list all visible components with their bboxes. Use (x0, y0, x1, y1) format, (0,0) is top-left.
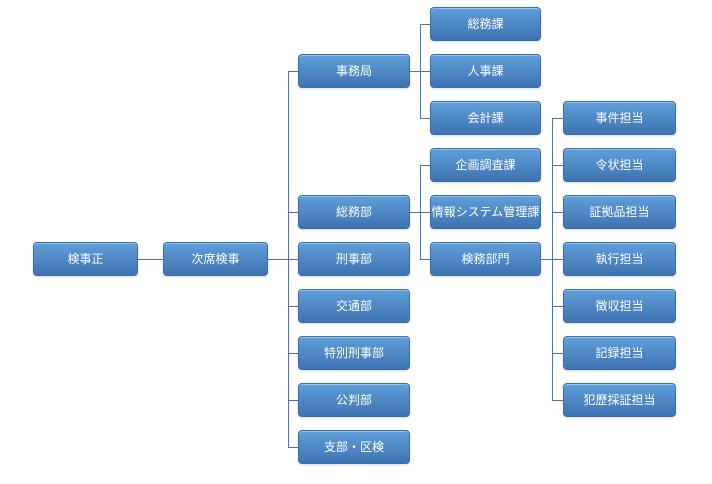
node-general-affairs-section: 総務課 (430, 7, 541, 41)
node-planning-research-section: 企画調査課 (430, 148, 541, 182)
connector-line (420, 24, 421, 119)
connector-line (288, 71, 289, 448)
node-accounting-section: 会計課 (430, 101, 541, 135)
node-kenmu-division: 検務部門 (430, 242, 541, 276)
connector-line (420, 165, 421, 260)
connector-line (420, 259, 430, 260)
connector-line (552, 400, 563, 401)
node-warrant-unit: 令状担当 (563, 148, 676, 182)
node-general-affairs-dept: 総務部 (298, 195, 410, 229)
node-criminal-dept: 刑事部 (298, 242, 410, 276)
node-chief-prosecutor: 検事正 (33, 242, 138, 276)
node-special-criminal-dept: 特別刑事部 (298, 336, 410, 370)
node-evidence-unit: 証拠品担当 (563, 195, 676, 229)
node-case-unit: 事件担当 (563, 101, 676, 135)
connector-line (420, 165, 430, 166)
connector-line (552, 165, 563, 166)
connector-line (288, 353, 298, 354)
connector-line (288, 306, 298, 307)
connector-line (288, 71, 298, 72)
node-collection-unit: 徴収担当 (563, 289, 676, 323)
node-branch-district-offices: 支部・区検 (298, 430, 410, 464)
node-records-unit: 記録担当 (563, 336, 676, 370)
connector-line (552, 118, 563, 119)
connector-line (420, 118, 430, 119)
node-personnel-section: 人事課 (430, 54, 541, 88)
node-execution-unit: 執行担当 (563, 242, 676, 276)
node-trial-dept: 公判部 (298, 383, 410, 417)
connector-line (288, 400, 298, 401)
connector-line (552, 212, 563, 213)
node-criminal-record-evidence-unit: 犯歴採証担当 (563, 383, 676, 417)
node-deputy-chief-prosecutor: 次席検事 (163, 242, 268, 276)
connector-line (268, 259, 298, 260)
connector-line (552, 353, 563, 354)
connector-line (420, 24, 430, 25)
connector-line (288, 212, 298, 213)
connector-line (138, 259, 163, 260)
connector-line (288, 447, 298, 448)
node-secretariat: 事務局 (298, 54, 410, 88)
connector-line (552, 306, 563, 307)
connector-line (552, 118, 553, 401)
node-traffic-dept: 交通部 (298, 289, 410, 323)
node-info-system-management-section: 情報システム管理課 (430, 195, 541, 229)
